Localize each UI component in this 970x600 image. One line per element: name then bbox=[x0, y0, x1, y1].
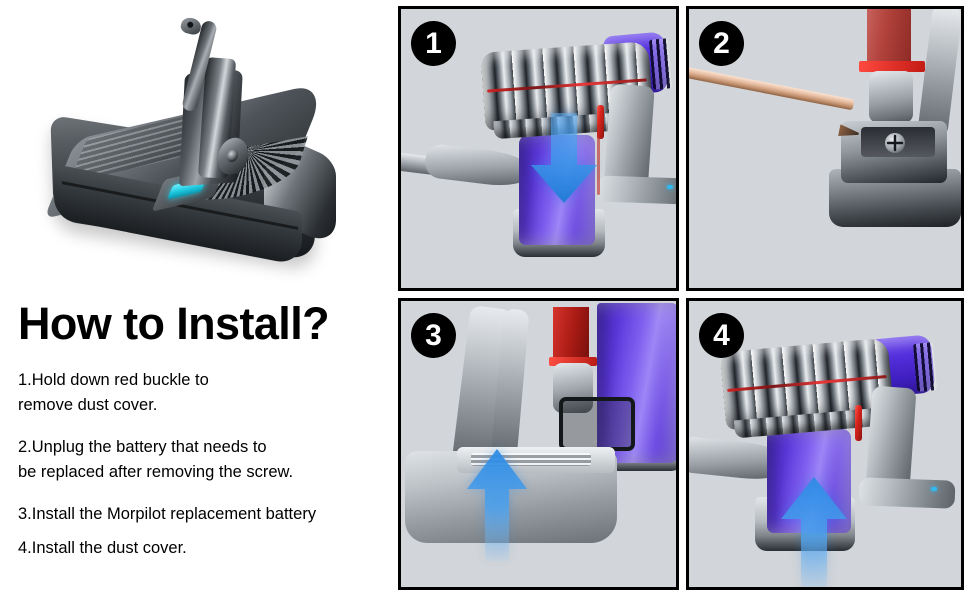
instructions-section: How to Install? 1.Hold down red buckle t… bbox=[0, 290, 396, 600]
panel-2-illustration bbox=[689, 9, 961, 288]
power-led-dot bbox=[931, 487, 937, 491]
instruction-panel-3: 3 bbox=[398, 298, 679, 590]
cyclone-assembly bbox=[719, 337, 895, 431]
step-item-2: 2.Unplug the battery that needs to be re… bbox=[18, 438, 294, 481]
step-badge-2: 2 bbox=[699, 21, 744, 66]
vacuum-inlet-nozzle bbox=[423, 142, 531, 190]
left-column: How to Install? 1.Hold down red buckle t… bbox=[0, 0, 396, 600]
red-buckle-lip bbox=[859, 61, 925, 72]
battery-grip bbox=[596, 175, 676, 205]
arrow-up-icon bbox=[467, 449, 527, 561]
red-buckle bbox=[597, 105, 604, 139]
step-badge-3: 3 bbox=[411, 313, 456, 358]
power-led-dot bbox=[667, 185, 673, 189]
panel-3-illustration bbox=[401, 301, 676, 587]
screw-cross-slot bbox=[886, 134, 904, 152]
panel-4-illustration bbox=[689, 301, 961, 587]
battery-post bbox=[869, 71, 913, 123]
philips-screw bbox=[885, 133, 905, 153]
retaining-clip bbox=[559, 397, 635, 451]
step-badge-4: 4 bbox=[699, 313, 744, 358]
instruction-panel-2: 2 bbox=[686, 6, 964, 291]
product-photo bbox=[0, 0, 396, 290]
page-title: How to Install? bbox=[18, 298, 330, 349]
motor-vent-grille bbox=[648, 38, 673, 90]
dust-bin bbox=[597, 303, 676, 463]
step-item-4: 4.Install the dust cover. bbox=[18, 539, 187, 557]
instruction-panel-1: 1 bbox=[398, 6, 679, 291]
instruction-panel-grid: 1 bbox=[398, 6, 964, 594]
step-item-3: 3.Install the Morpilot replacement batte… bbox=[18, 505, 317, 523]
panel-1-illustration bbox=[401, 9, 676, 288]
motor-vent-grille bbox=[912, 342, 938, 392]
battery-grip bbox=[858, 477, 956, 509]
red-buckle bbox=[553, 307, 589, 363]
screwdriver-shaft bbox=[689, 66, 855, 111]
red-buckle-lip bbox=[549, 357, 597, 366]
vacuum-wand bbox=[917, 9, 961, 139]
arrow-down-icon bbox=[531, 113, 597, 203]
battery-product-image bbox=[32, 15, 362, 278]
vacuum-handle bbox=[865, 385, 917, 493]
red-buckle-column bbox=[867, 9, 911, 67]
step-badge-1: 1 bbox=[411, 21, 456, 66]
red-buckle-stem bbox=[597, 125, 600, 195]
step-item-1: 1.Hold down red buckle to remove dust co… bbox=[18, 371, 209, 414]
instruction-panel-4: 4 bbox=[686, 298, 964, 590]
red-buckle bbox=[855, 405, 862, 441]
steps-list: 1.Hold down red buckle to remove dust co… bbox=[18, 368, 390, 570]
arrow-up-icon bbox=[781, 477, 847, 587]
